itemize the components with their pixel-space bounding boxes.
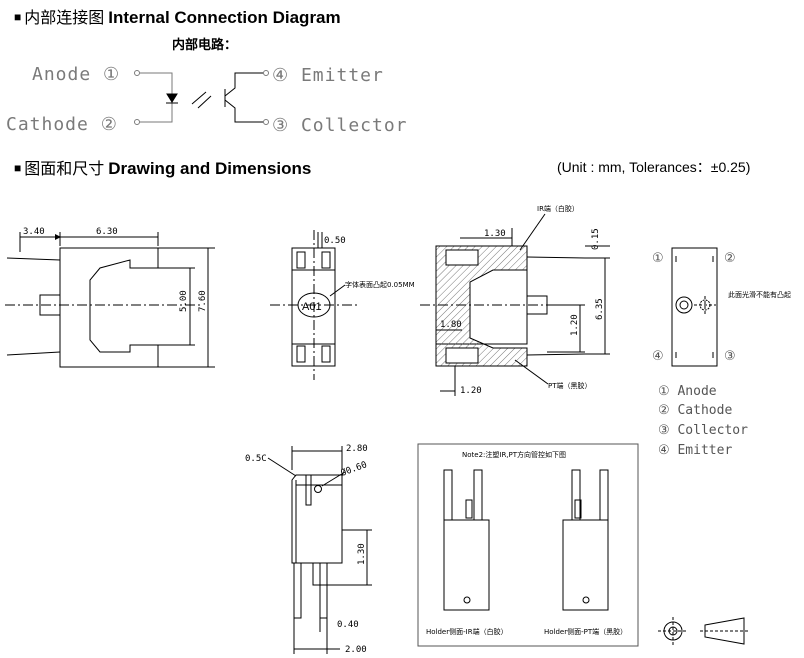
light-emission-arrows-icon xyxy=(191,91,212,109)
detail-view: 2.80 0.5C Ø0.60 1.30 0.40 2.00 xyxy=(245,444,372,655)
front-view: 3.40 6.30 5.00 7.60 xyxy=(5,227,215,368)
caption-pt-side: Holder侧面-PT端（黑胶） xyxy=(544,627,627,636)
bottom-pin-2: ② xyxy=(724,251,736,266)
section-title-en: Internal Connection Diagram xyxy=(108,8,341,27)
pin-emitter-label: ④ Emitter xyxy=(272,65,384,86)
front-dim-left: 3.40 xyxy=(23,227,45,237)
section-dim-120h: 1.20 xyxy=(460,386,482,396)
note-box: Note2:注塑IR,PT方向管控如下图 Holder侧面-IR端（白胶） Ho… xyxy=(417,443,639,647)
bottom-pin-3: ③ xyxy=(724,349,736,364)
note-title: Note2:注塑IR,PT方向管控如下图 xyxy=(462,450,566,459)
front-dim-inner-h: 5.00 xyxy=(179,290,189,312)
bullet-icon: ■ xyxy=(14,161,22,175)
section-title-cn: 图面和尺寸 xyxy=(24,159,105,178)
pin-anode-label: Anode ① xyxy=(32,64,120,85)
caption-ir-side: Holder侧面-IR端（白胶） xyxy=(426,627,508,636)
legend-item-collector: ③ Collector xyxy=(658,423,748,438)
detail-dim-280: 2.80 xyxy=(346,444,368,454)
front-dim-width: 6.30 xyxy=(96,227,118,237)
section-dim-180: 1.80 xyxy=(440,320,462,330)
pin-legend: ① Anode ② Cathode ③ Collector ④ Emitter xyxy=(658,384,748,458)
phototransistor-icon xyxy=(224,72,263,123)
section-dim-015: 0.15 xyxy=(591,228,601,250)
label-ir-end: IR端（白胶） xyxy=(537,204,579,213)
bottom-note: 此面光滑不能有凸起 xyxy=(728,290,791,299)
detail-dim-040: 0.40 xyxy=(337,620,359,630)
section-title-en: Drawing and Dimensions xyxy=(108,159,312,178)
section-dim-635: 6.35 xyxy=(595,298,605,320)
legend-item-anode: ① Anode xyxy=(658,384,717,399)
units-tolerance: (Unit : mm, Tolerances：±0.25) xyxy=(557,159,751,175)
bottom-pin-1: ① xyxy=(652,251,664,266)
section-dim-130: 1.30 xyxy=(484,229,506,239)
legend-item-cathode: ② Cathode xyxy=(658,403,732,418)
section-title-cn: 内部连接图 xyxy=(24,8,105,27)
detail-dim-060: Ø0.60 xyxy=(339,459,368,479)
detail-dim-05c: 0.5C xyxy=(245,454,267,464)
label-pt-end: PT端（黑胶） xyxy=(548,381,592,390)
marking-note: 字体表面凸起0.05MM xyxy=(345,280,415,289)
pin-cathode-label: Cathode ② xyxy=(6,114,118,135)
circuit-subtitle: 内部电路： xyxy=(172,38,238,53)
marking-emboss xyxy=(297,292,331,318)
bullet-icon: ■ xyxy=(14,10,22,24)
marking-text: A01 xyxy=(302,301,322,313)
side-dim-top: 0.50 xyxy=(324,236,346,246)
section-view: 1.30 IR端（白胶） 0.15 6.35 1.20 1.80 1.20 PT… xyxy=(420,204,610,396)
circuit-diagram: Anode ① Cathode ② ④ Emitter ③ Collector xyxy=(6,64,408,136)
bottom-pin-4: ④ xyxy=(652,349,664,364)
legend-item-emitter: ④ Emitter xyxy=(658,443,732,458)
section-dim-120v: 1.20 xyxy=(570,314,580,336)
led-diode-icon xyxy=(166,93,178,103)
pin-collector-label: ③ Collector xyxy=(272,115,408,136)
detail-dim-200: 2.00 xyxy=(345,645,367,655)
detail-dim-130: 1.30 xyxy=(357,543,367,565)
bottom-view: ① ② ④ ③ 此面光滑不能有凸起 xyxy=(652,247,791,367)
side-view: A01 0.50 字体表面凸起0.05MM xyxy=(270,230,415,380)
projection-symbol-icon xyxy=(658,617,750,645)
front-dim-outer-h: 7.60 xyxy=(198,290,208,312)
